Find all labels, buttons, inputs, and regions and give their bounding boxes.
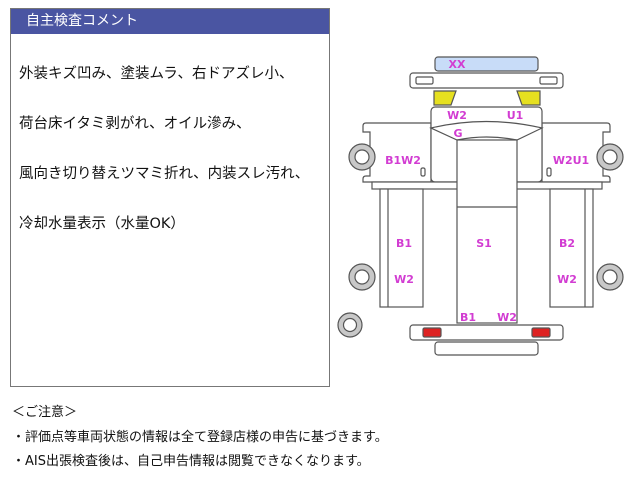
windshield — [429, 120, 544, 141]
bumper-right-slot — [539, 76, 558, 85]
label-windshield: G — [453, 127, 462, 140]
note-item: ・AIS出張検査後は、自己申告情報は閲覧できなくなります。 — [12, 454, 370, 469]
bed-left-panel — [379, 188, 424, 308]
tire-front-left — [348, 143, 376, 171]
left-mirror — [420, 167, 426, 177]
tail-lamp-left — [422, 327, 442, 338]
label-front-right: W2U1 — [553, 154, 589, 167]
bed-center — [456, 139, 518, 324]
label-cab-right: U1 — [507, 109, 524, 122]
notes-section: ＜ご注意＞ ・評価点等車両状態の情報は全て登録店様の申告に基づきます。 ・AIS… — [12, 401, 388, 475]
rear-bumper — [409, 324, 564, 341]
comment-line: 冷却水量表示（水量OK） — [19, 216, 185, 232]
tire-front-right — [596, 143, 624, 171]
notes-heading: ＜ご注意＞ — [12, 405, 78, 420]
right-fender — [541, 122, 611, 183]
panel-title: 自主検査コメント — [11, 9, 329, 34]
left-fender — [362, 122, 432, 183]
comment-line: 外装キズ凹み、塗装ムラ、右ドアズレ小、 — [19, 66, 294, 82]
bumper-left-slot — [415, 76, 434, 85]
tire-rear-left — [348, 263, 376, 291]
front-highlight-bar — [434, 56, 539, 72]
comment-body: 外装キズ凹み、塗装ムラ、右ドアズレ小、 荷台床イタミ剥がれ、オイル滲み、 風向き… — [11, 34, 329, 265]
label-cab-left: W2 — [447, 109, 467, 122]
comment-line: 風向き切り替えツマミ折れ、内装スレ汚れ、 — [19, 166, 310, 182]
comment-line: 荷台床イタミ剥がれ、オイル滲み、 — [19, 116, 251, 132]
label-front-bar: XX — [449, 58, 466, 71]
rear-step — [434, 341, 539, 356]
inspection-comment-panel: 自主検査コメント 外装キズ凹み、塗装ムラ、右ドアズレ小、 荷台床イタミ剥がれ、オ… — [10, 8, 330, 387]
tail-lamp-right — [531, 327, 551, 338]
label-tailgate-left: B1 — [460, 311, 476, 324]
label-bed-right-upper: B2 — [559, 237, 575, 250]
front-bumper — [409, 72, 564, 89]
tire-rear-right — [596, 263, 624, 291]
label-bed-left-upper: B1 — [396, 237, 412, 250]
label-tailgate-right: W2 — [497, 311, 517, 324]
headlight-right — [516, 90, 541, 106]
note-item: ・評価点等車両状態の情報は全て登録店様の申告に基づきます。 — [12, 429, 388, 445]
spare-tire — [337, 312, 363, 338]
label-bed-right-lower: W2 — [557, 273, 577, 286]
right-mirror — [546, 167, 552, 177]
label-bed-left-lower: W2 — [394, 273, 414, 286]
headlight-left — [433, 90, 457, 106]
bed-right-panel — [549, 188, 594, 308]
label-front-left: B1W2 — [385, 154, 421, 167]
label-bed-center: S1 — [476, 237, 492, 250]
